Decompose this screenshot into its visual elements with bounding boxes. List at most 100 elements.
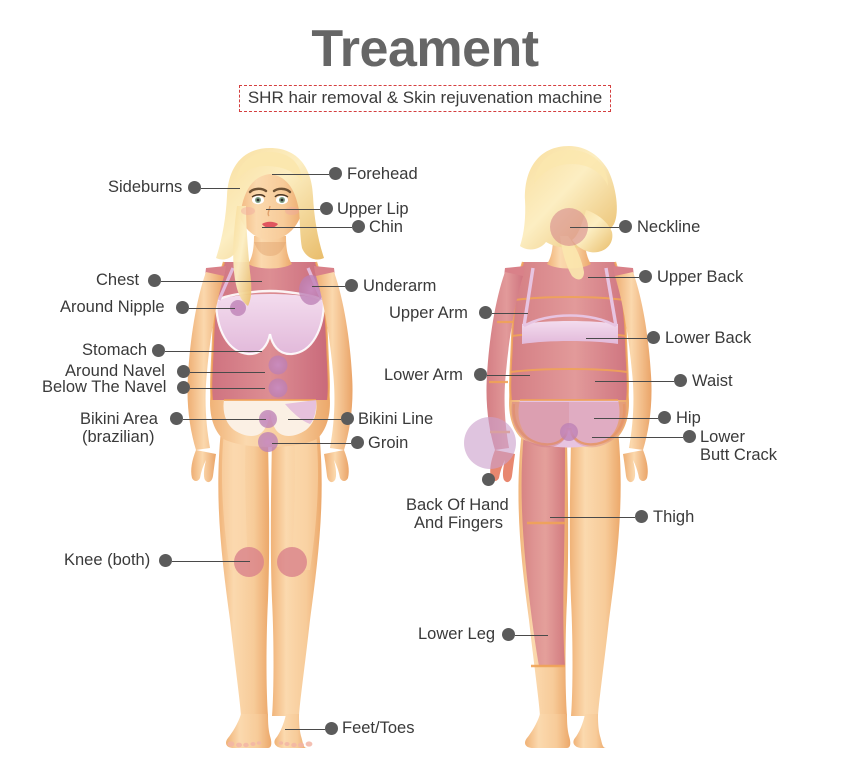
front-bra (216, 294, 324, 355)
label-around-navel: Around Navel (65, 362, 165, 380)
back-left-arm-zone (486, 272, 523, 450)
marker-dot-knee-both[interactable] (159, 554, 172, 567)
marker-dot-sideburns[interactable] (188, 181, 201, 194)
marker-dot-bikini-line[interactable] (341, 412, 354, 425)
marker-dot-lower-back[interactable] (647, 331, 660, 344)
label-lower-back: Lower Back (665, 329, 752, 347)
page-title: Treament (311, 20, 539, 78)
label-bikini-area-sub: (brazilian) (82, 428, 155, 446)
marker-dot-below-the-navel[interactable] (177, 381, 190, 394)
label-lower-butt-crack-2: Butt Crack (700, 446, 778, 464)
leader-line-groin (272, 443, 351, 445)
label-chin: Chin (369, 218, 403, 236)
label-waist: Waist (692, 372, 733, 390)
marker-dot-around-nipple[interactable] (176, 301, 189, 314)
back-hair (520, 146, 617, 250)
leader-line-upper-arm (492, 313, 528, 315)
marker-dot-around-navel[interactable] (177, 365, 190, 378)
label-back-of-hand-2: And Fingers (414, 514, 503, 532)
front-torso-treatment-zone (211, 262, 329, 400)
leader-line-stomach (165, 351, 262, 353)
back-bra-band (522, 321, 618, 344)
label-chest: Chest (96, 271, 140, 289)
label-lower-arm: Lower Arm (384, 366, 463, 384)
front-knee-right-zone (277, 547, 307, 577)
subtitle-box: SHR hair removal & Skin rejuvenation mac… (238, 84, 612, 112)
back-hand-zone (464, 417, 516, 469)
leader-line-chest (161, 281, 262, 283)
marker-dot-upper-arm[interactable] (479, 306, 492, 319)
marker-dot-neckline[interactable] (619, 220, 632, 233)
marker-dot-lower-leg[interactable] (502, 628, 515, 641)
leader-line-knee-both (172, 561, 250, 563)
leader-line-around-nipple (189, 308, 235, 310)
label-knee-both: Knee (both) (64, 551, 151, 569)
label-stomach: Stomach (82, 341, 148, 359)
back-lower-butt-crack-zone (560, 423, 578, 441)
label-thigh: Thigh (653, 508, 695, 526)
back-figure-group (464, 146, 652, 748)
marker-dot-chin[interactable] (352, 220, 365, 233)
marker-dot-upper-back[interactable] (639, 270, 652, 283)
leader-line-forehead (272, 174, 329, 176)
subtitle-text: SHR hair removal & Skin rejuvenation mac… (247, 87, 603, 107)
leader-line-waist (595, 381, 674, 383)
marker-dot-stomach[interactable] (152, 344, 165, 357)
label-lower-leg: Lower Leg (418, 625, 496, 643)
leader-line-underarm (312, 286, 345, 288)
front-underarm-zone (299, 275, 323, 305)
marker-dot-forehead[interactable] (329, 167, 342, 180)
marker-dot-lower-arm[interactable] (474, 368, 487, 381)
leader-line-upper-lip (266, 209, 320, 211)
leader-line-lower-leg (515, 635, 548, 637)
leader-line-feet-toes (285, 729, 325, 731)
leader-line-bikini-line (288, 419, 341, 421)
marker-dot-bikini-area[interactable] (170, 412, 183, 425)
label-upper-arm: Upper Arm (389, 304, 468, 322)
marker-dot-back-of-hand[interactable] (482, 473, 495, 486)
label-around-nipple: Around Nipple (60, 298, 165, 316)
label-upper-lip: Upper Lip (337, 200, 409, 218)
front-around-navel-zone (268, 355, 288, 375)
label-underarm: Underarm (363, 277, 437, 295)
label-bikini-line: Bikini Line (358, 410, 434, 428)
marker-dot-lower-butt-crack[interactable] (683, 430, 696, 443)
leader-line-upper-back (588, 277, 639, 279)
marker-dot-thigh[interactable] (635, 510, 648, 523)
front-hair (216, 148, 324, 260)
leader-line-lower-arm (487, 375, 530, 377)
label-hip: Hip (676, 409, 701, 427)
marker-dot-underarm[interactable] (345, 279, 358, 292)
marker-dot-groin[interactable] (351, 436, 364, 449)
label-sideburns: Sideburns (108, 178, 183, 196)
back-torso-treatment-zone (510, 262, 628, 400)
label-lower-butt-crack: Lower (700, 428, 745, 446)
leader-line-around-navel (190, 372, 265, 374)
label-below-the-navel: Below The Navel (42, 378, 167, 396)
front-figure-group (187, 148, 353, 748)
leader-line-sideburns (201, 188, 240, 190)
marker-dot-upper-lip[interactable] (320, 202, 333, 215)
leader-line-chin (262, 227, 352, 229)
marker-dot-feet-toes[interactable] (325, 722, 338, 735)
marker-dot-waist[interactable] (674, 374, 687, 387)
leader-line-below-the-navel (190, 388, 265, 390)
label-bikini-area: Bikini Area (80, 410, 158, 428)
leader-line-lower-butt-crack (592, 437, 683, 439)
leader-line-hip (594, 418, 658, 420)
marker-dot-hip[interactable] (658, 411, 671, 424)
front-groin-zone (258, 432, 278, 452)
label-groin: Groin (368, 434, 409, 452)
label-back-of-hand: Back Of Hand (406, 496, 509, 514)
back-panties (518, 400, 620, 448)
label-neckline: Neckline (637, 218, 701, 236)
back-thigh-lowerleg-zone (521, 432, 565, 666)
label-upper-back: Upper Back (657, 268, 744, 286)
front-below-navel-zone (268, 378, 288, 398)
leader-line-lower-back (586, 338, 647, 340)
marker-dot-chest[interactable] (148, 274, 161, 287)
leader-line-bikini-area (183, 419, 266, 421)
leader-line-neckline (570, 227, 619, 229)
front-panties (223, 400, 317, 436)
